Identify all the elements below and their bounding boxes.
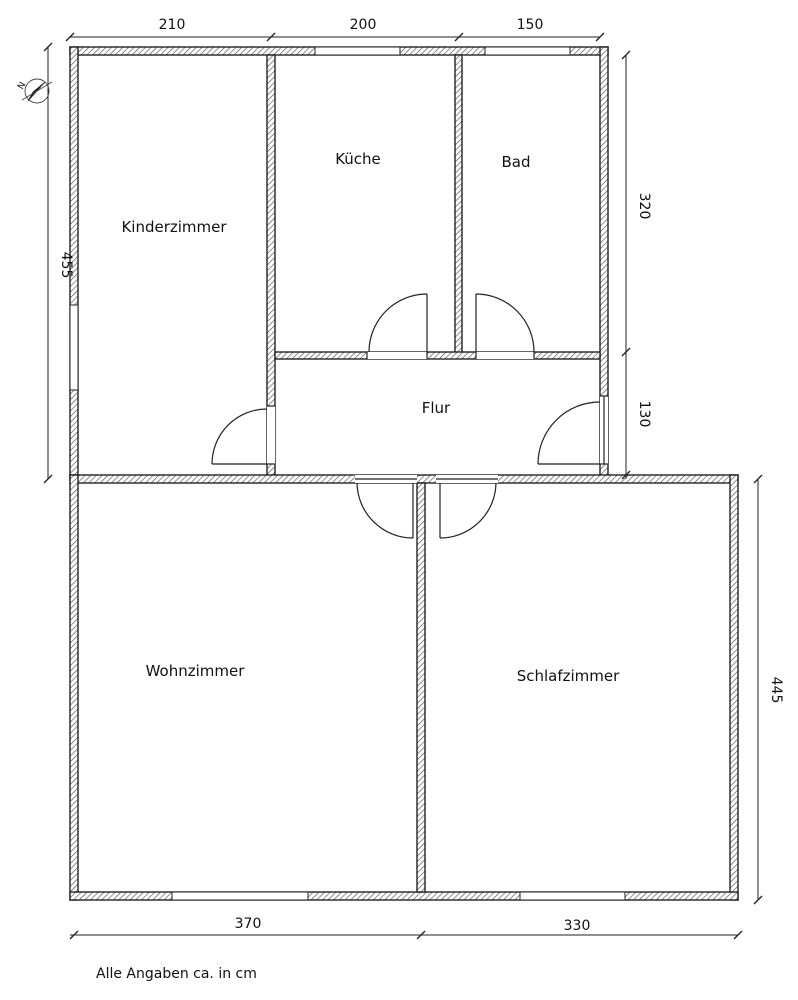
dimension-labels: 210 200 150 455 320 130 445 370 330 <box>58 17 784 934</box>
doors <box>211 293 608 539</box>
window-wohnzimmer <box>171 891 309 901</box>
room-label-schlafzimmer: Schlafzimmer <box>517 667 620 685</box>
dim-label-top-2: 200 <box>350 17 377 33</box>
window-bad <box>484 46 571 56</box>
wall-flur-top <box>274 351 601 360</box>
wall-right-lower <box>729 474 739 901</box>
dim-label-top-1: 210 <box>159 17 186 33</box>
room-label-kueche: Küche <box>335 150 381 168</box>
compass-icon: N <box>16 78 53 104</box>
dimension-lines <box>43 32 763 940</box>
dim-label-right-2: 130 <box>636 401 652 428</box>
dim-label-right-lower: 445 <box>768 677 784 704</box>
window-kueche <box>314 46 401 56</box>
dim-label-bottom-2: 330 <box>564 918 591 934</box>
dim-label-left: 455 <box>58 252 74 279</box>
walls <box>69 46 739 901</box>
dim-label-bottom-1: 370 <box>235 916 262 932</box>
room-label-kinderzimmer: Kinderzimmer <box>121 218 227 236</box>
window-kinderzimmer <box>69 304 79 391</box>
window-schlafzimmer <box>519 891 626 901</box>
room-labels: Kinderzimmer Küche Bad Flur Wohnzimmer S… <box>121 150 620 685</box>
room-label-bad: Bad <box>501 153 530 171</box>
wall-wohn-schlaf <box>416 482 426 893</box>
room-label-wohnzimmer: Wohnzimmer <box>146 662 246 680</box>
units-note: Alle Angaben ca. in cm <box>96 966 257 982</box>
room-label-flur: Flur <box>422 399 451 417</box>
windows <box>69 46 626 901</box>
wall-left-lower <box>69 474 79 901</box>
wall-bottom <box>69 891 739 901</box>
wall-kueche-bad <box>454 54 463 359</box>
dim-label-right-1: 320 <box>636 193 652 220</box>
dim-label-top-3: 150 <box>517 17 544 33</box>
compass-letter: N <box>16 81 28 92</box>
